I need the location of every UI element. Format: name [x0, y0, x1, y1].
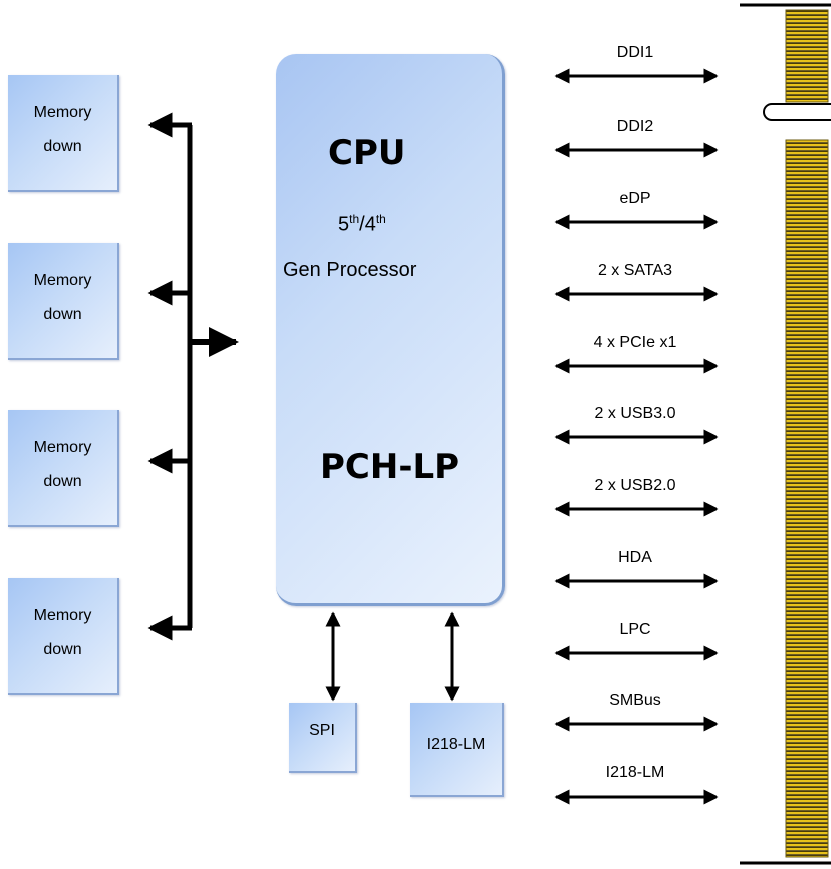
signal-arrows	[554, 68, 719, 805]
signal-label-usb3: 2 x USB3.0	[594, 405, 676, 422]
signal-label-sata3: 2 x SATA3	[597, 262, 673, 279]
memory-label-line1: Memory	[33, 606, 92, 624]
edge-connector	[740, 3, 831, 865]
signal-label-ddi1: DDI1	[616, 44, 654, 61]
connector-pins-top	[785, 9, 829, 103]
spi-block: SPI	[289, 703, 357, 773]
gen-processor-label: Gen Processor	[283, 259, 417, 281]
memory-label-line1: Memory	[33, 103, 92, 121]
memory-block-3: Memory down	[8, 410, 119, 527]
memory-label-line2: down	[43, 137, 82, 155]
memory-block-2: Memory down	[8, 243, 119, 360]
signal-label-pcie: 4 x PCIe x1	[593, 334, 677, 351]
signal-label-hda: HDA	[618, 549, 652, 566]
processor-generation: 5th/4th	[338, 212, 386, 236]
signal-label-i218: I218-LM	[605, 764, 665, 781]
memory-block-4: Memory down	[8, 578, 119, 695]
memory-label-line2: down	[43, 305, 82, 323]
signal-label-lpc: LPC	[619, 621, 651, 638]
signal-label-ddi2: DDI2	[616, 118, 654, 135]
memory-block-1: Memory down	[8, 75, 119, 192]
connector-pins-bottom	[785, 139, 829, 858]
memory-label-line1: Memory	[33, 271, 92, 289]
memory-label-line1: Memory	[33, 438, 92, 456]
memory-label-line2: down	[43, 472, 82, 490]
i218-label: I218-LM	[426, 736, 486, 753]
i218-block: I218-LM	[410, 703, 504, 797]
cpu-title: CPU	[328, 133, 406, 173]
cpu-pch-block	[276, 54, 505, 606]
memory-bus	[147, 112, 239, 641]
signal-label-smbus: SMBus	[609, 692, 661, 709]
memory-label-line2: down	[43, 640, 82, 658]
connector-key-notch	[763, 103, 831, 121]
signal-label-edp: eDP	[619, 190, 651, 207]
spi-label: SPI	[309, 722, 335, 739]
signal-label-usb2: 2 x USB2.0	[594, 477, 676, 494]
pch-title: PCH-LP	[320, 447, 460, 487]
